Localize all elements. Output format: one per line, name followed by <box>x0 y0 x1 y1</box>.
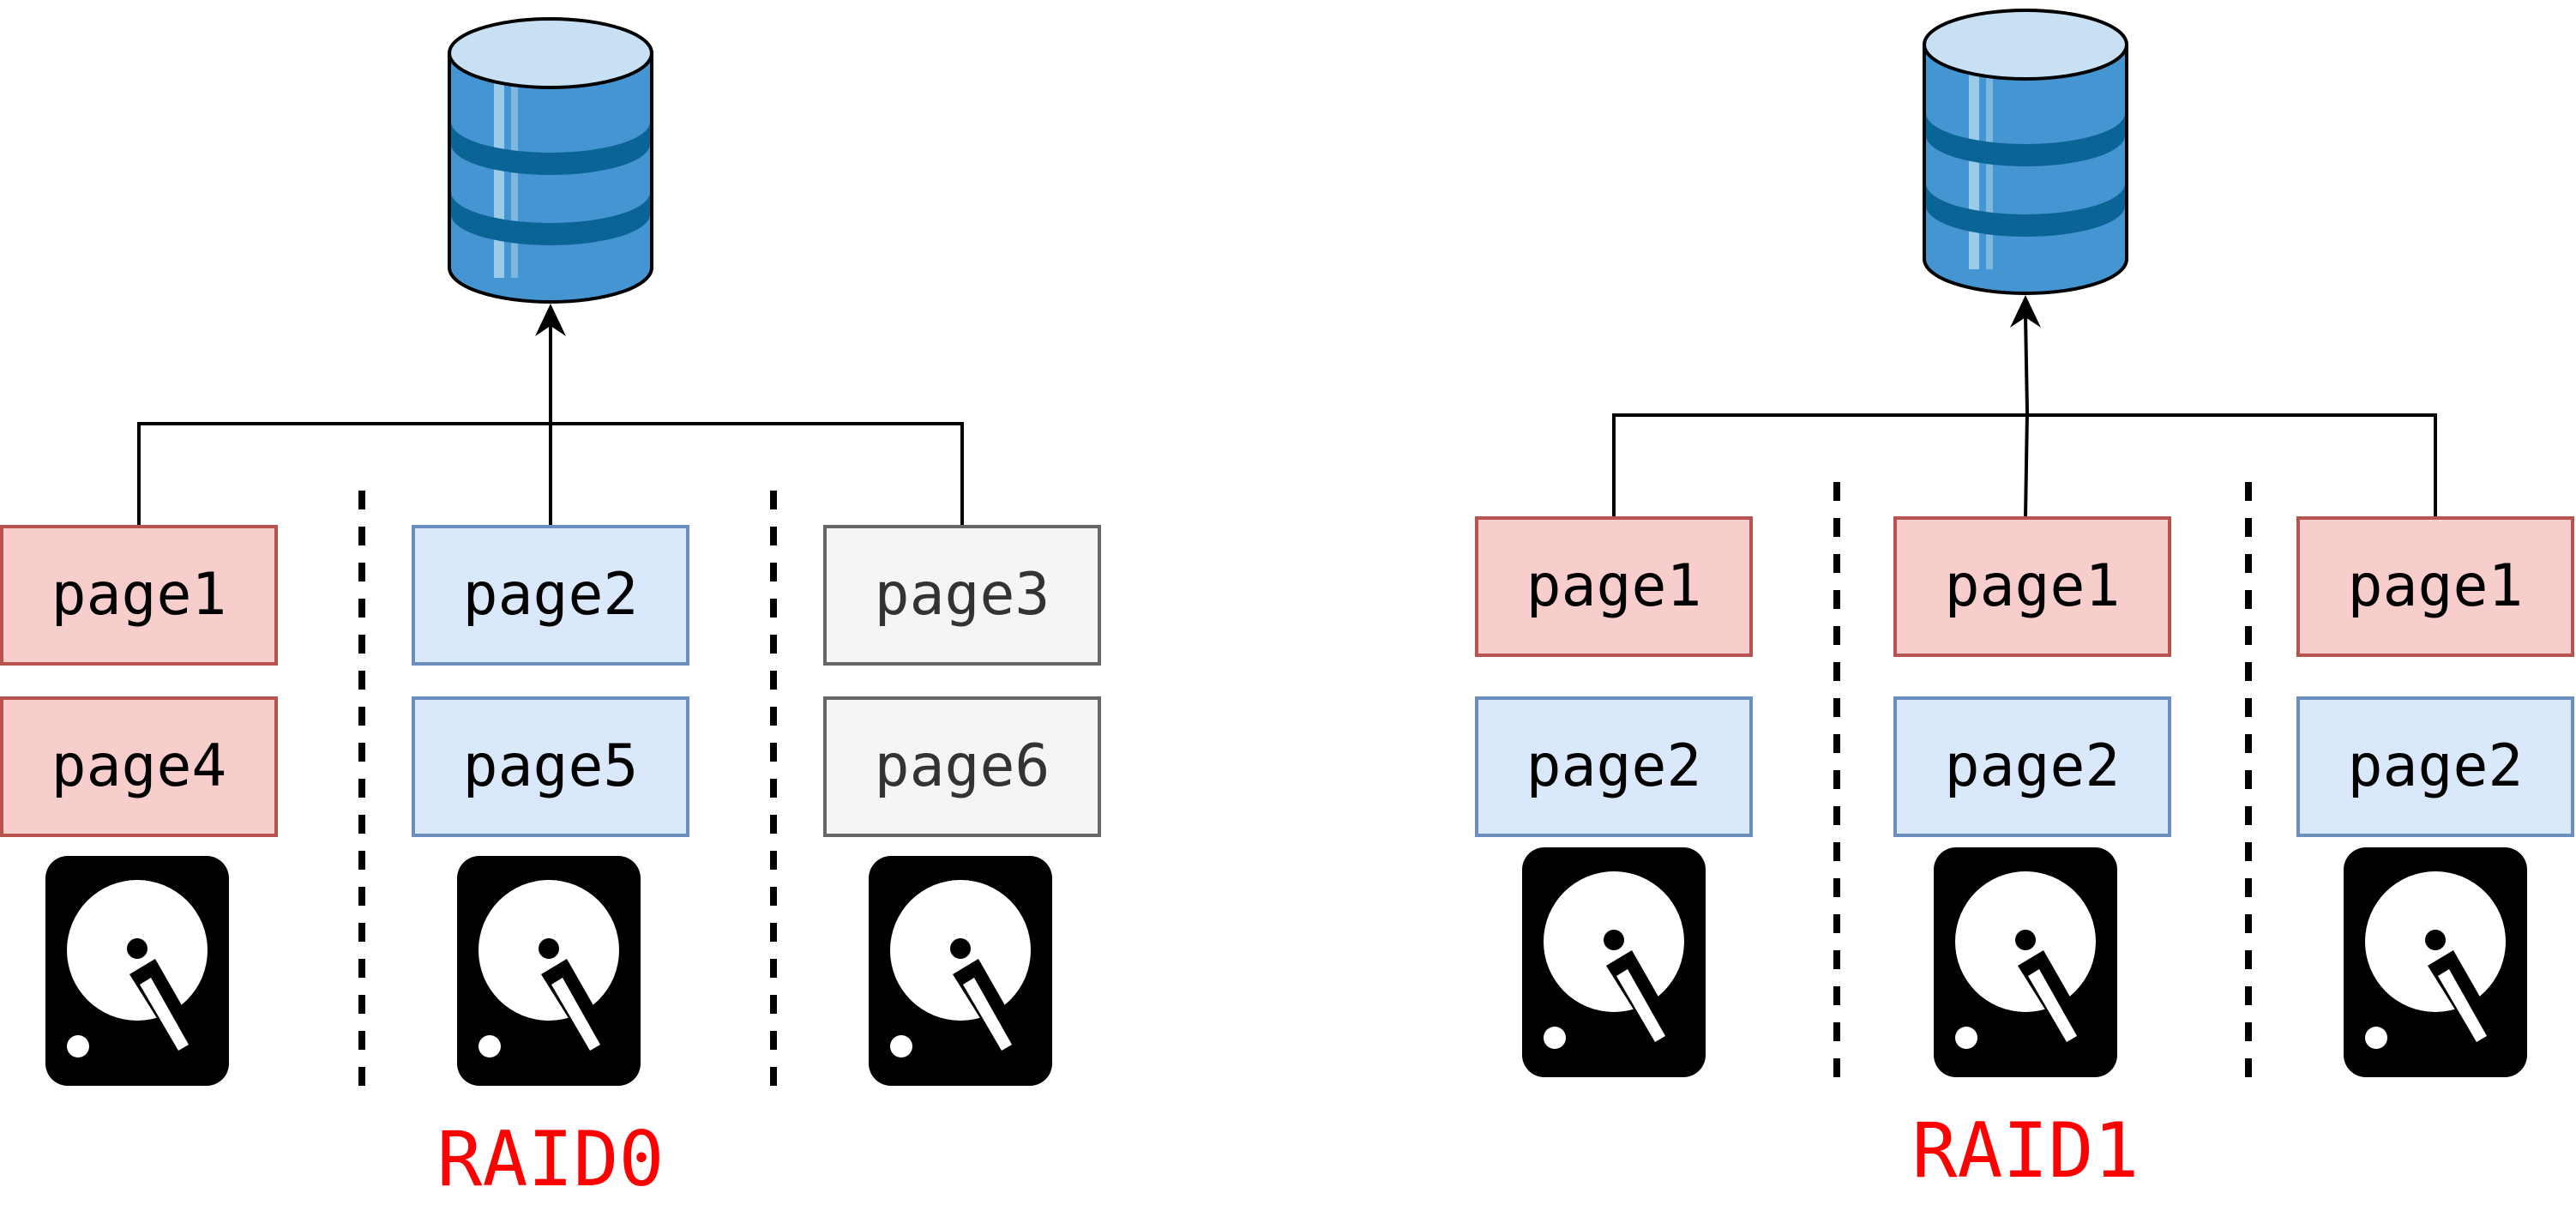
raid1-connectors <box>1612 295 2437 519</box>
page-box <box>1475 696 1753 837</box>
raid1-group: page1 page2 page1 page2 page1 page2 RAID… <box>1475 9 2574 1195</box>
page-box <box>0 525 278 666</box>
raid1-disk-3-column: page1 page2 <box>2296 516 2574 1077</box>
page-box <box>2296 696 2574 837</box>
raid1-arrowhead <box>2010 295 2041 328</box>
page-label: page6 <box>875 732 1050 800</box>
hard-drive-icon <box>869 856 1052 1086</box>
page-box <box>412 696 689 837</box>
raid0-connectors <box>137 304 964 527</box>
page-box <box>1475 516 1753 657</box>
raid0-arrowhead <box>535 304 566 336</box>
page-label: page5 <box>463 732 639 800</box>
raid0-disk-2-column: page2 page5 <box>412 525 689 1086</box>
page-box <box>823 525 1101 666</box>
raid1-disk-1-column: page1 page2 <box>1475 516 1753 1077</box>
page-label: page1 <box>2348 552 2524 620</box>
page-box <box>1893 696 2171 837</box>
raid0-disk-1-column: page1 page4 <box>0 525 278 1086</box>
raid0-database-icon <box>448 17 653 304</box>
hard-drive-icon <box>2344 847 2527 1077</box>
raid1-disk-2-column: page1 page2 <box>1893 516 2171 1077</box>
raid0-disk-3-column: page3 page6 <box>823 525 1101 1086</box>
page-label: page4 <box>51 732 227 800</box>
page-label: page2 <box>1945 732 2121 800</box>
raid1-database-icon <box>1923 9 2128 295</box>
page-label: page3 <box>875 561 1050 629</box>
page-box <box>2296 516 2574 657</box>
page-label: page2 <box>2348 732 2524 800</box>
hard-drive-icon <box>457 856 641 1086</box>
page-box <box>1893 516 2171 657</box>
page-label: page1 <box>1526 552 1702 620</box>
page-box <box>412 525 689 666</box>
hard-drive-icon <box>1934 847 2117 1077</box>
page-label: page1 <box>1945 552 2121 620</box>
page-label: page2 <box>1526 732 1702 800</box>
raid1-title: RAID1 <box>1912 1106 2140 1195</box>
raid0-title: RAID0 <box>437 1115 665 1203</box>
hard-drive-icon <box>1522 847 1706 1077</box>
page-box <box>0 696 278 837</box>
page-label: page1 <box>51 561 227 629</box>
hard-drive-icon <box>45 856 229 1086</box>
page-box <box>823 696 1101 837</box>
raid0-group: page1 page4 page2 page5 page3 page6 RAID… <box>0 17 1101 1203</box>
page-label: page2 <box>463 561 639 629</box>
